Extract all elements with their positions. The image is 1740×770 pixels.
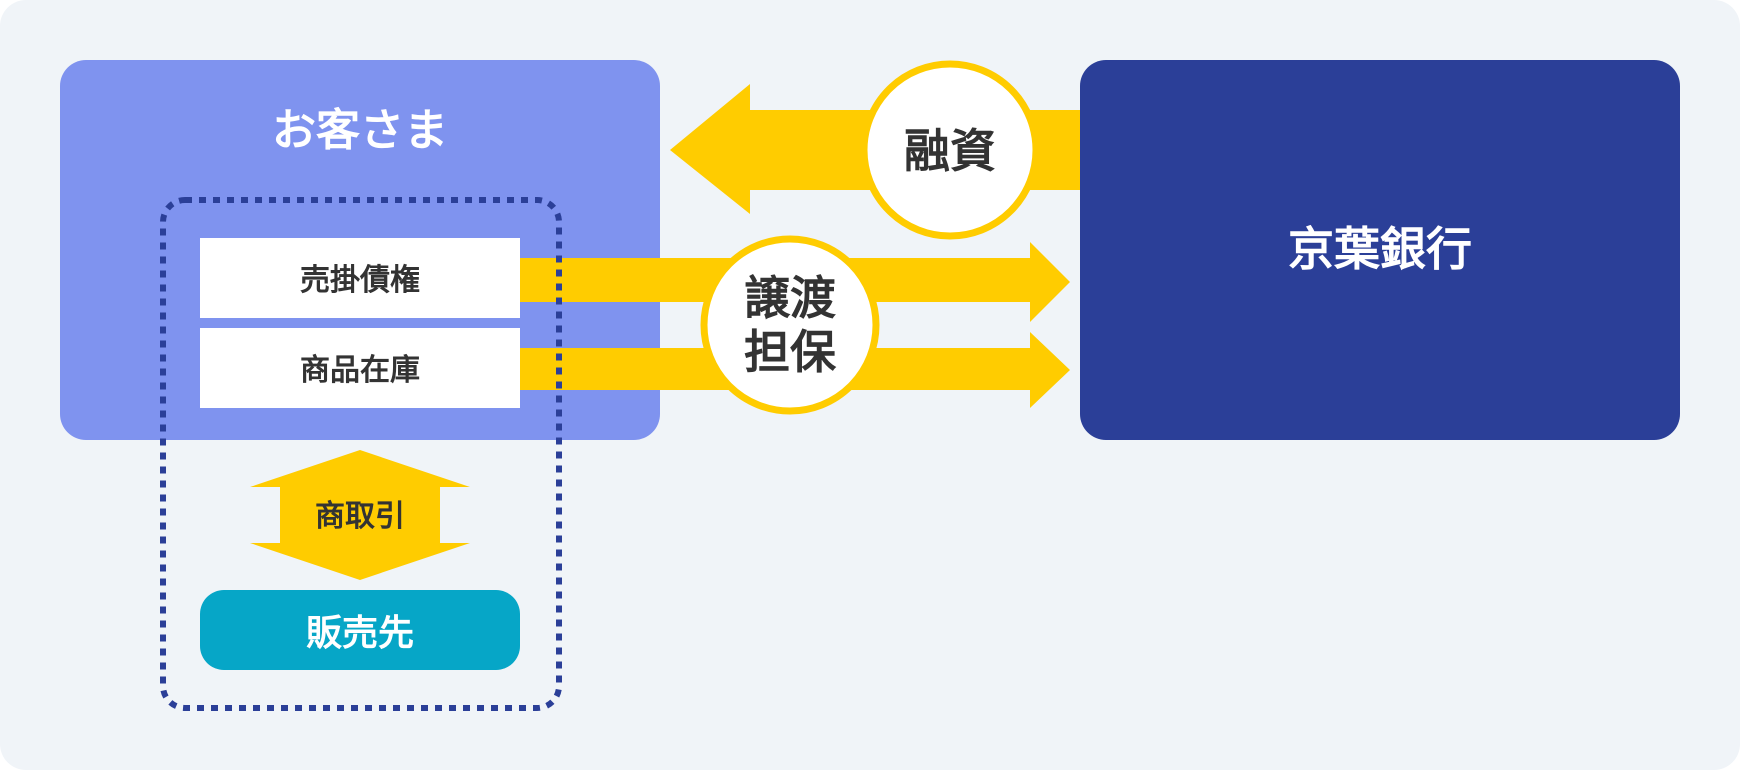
loan-label: 融資 bbox=[904, 124, 996, 178]
loan-circle bbox=[860, 60, 1040, 240]
collateral-label-line1: 譲渡 bbox=[744, 271, 836, 325]
inventory-box bbox=[200, 328, 520, 408]
bank-box bbox=[1080, 60, 1680, 440]
customer-title: お客さま bbox=[272, 105, 448, 156]
customer-assets-boundary bbox=[160, 197, 562, 711]
collateral-circle bbox=[700, 235, 880, 415]
bank-name: 京葉銀行 bbox=[1288, 222, 1472, 276]
trade-double-arrow bbox=[250, 450, 470, 580]
receivables-box bbox=[200, 238, 520, 318]
collateral-label-line2: 担保 bbox=[744, 325, 837, 379]
inventory-label: 商品在庫 bbox=[300, 353, 420, 388]
buyer-box bbox=[200, 590, 520, 670]
trade-label: 商取引 bbox=[315, 499, 405, 534]
receivables-label: 売掛債権 bbox=[300, 263, 420, 298]
buyer-label: 販売先 bbox=[306, 613, 414, 654]
